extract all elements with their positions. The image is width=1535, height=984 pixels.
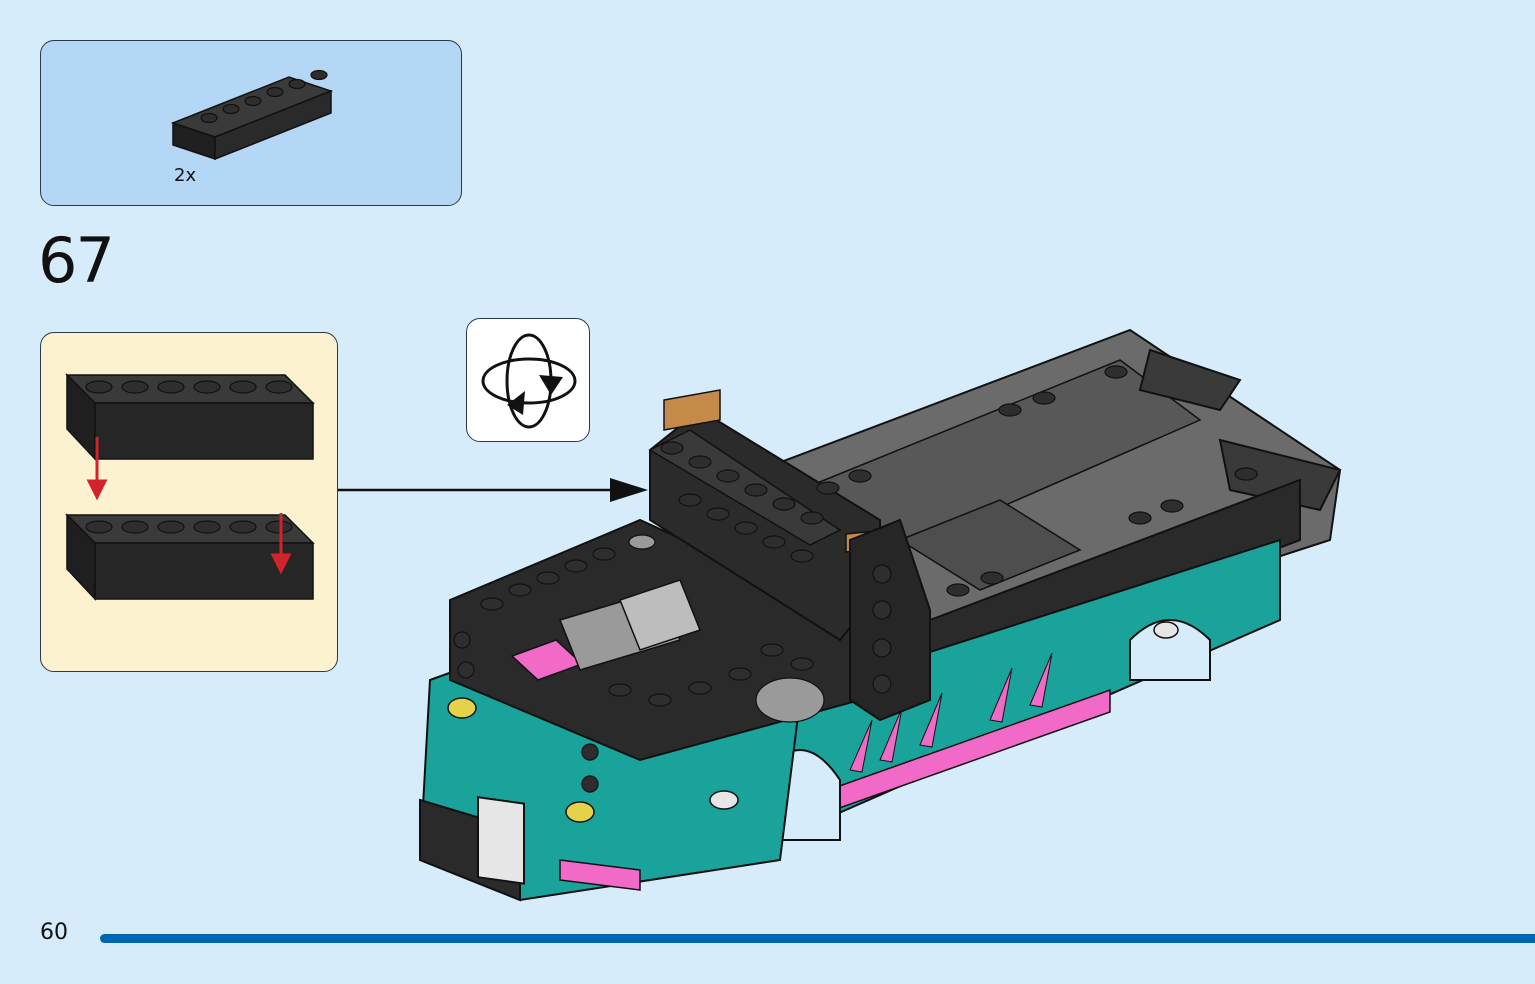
step-number: 67 — [38, 224, 115, 297]
red-arrow-left — [86, 437, 108, 501]
page-number: 60 — [40, 920, 68, 945]
brick-1x6-icon — [170, 69, 334, 161]
brick-1x6-bottom — [65, 513, 315, 601]
subassembly-callout — [40, 332, 338, 672]
progress-bar-fill — [100, 934, 1535, 943]
part-quantity: 2x — [174, 165, 197, 186]
brick-stack-diagram — [65, 373, 315, 601]
brick-1x6-top — [65, 373, 315, 461]
callout-pointer-arrow — [338, 478, 648, 502]
red-arrow-right — [270, 513, 292, 575]
progress-bar — [100, 934, 1535, 943]
parts-list-panel: 2x — [40, 40, 462, 206]
rotate-model-icon — [466, 318, 590, 442]
